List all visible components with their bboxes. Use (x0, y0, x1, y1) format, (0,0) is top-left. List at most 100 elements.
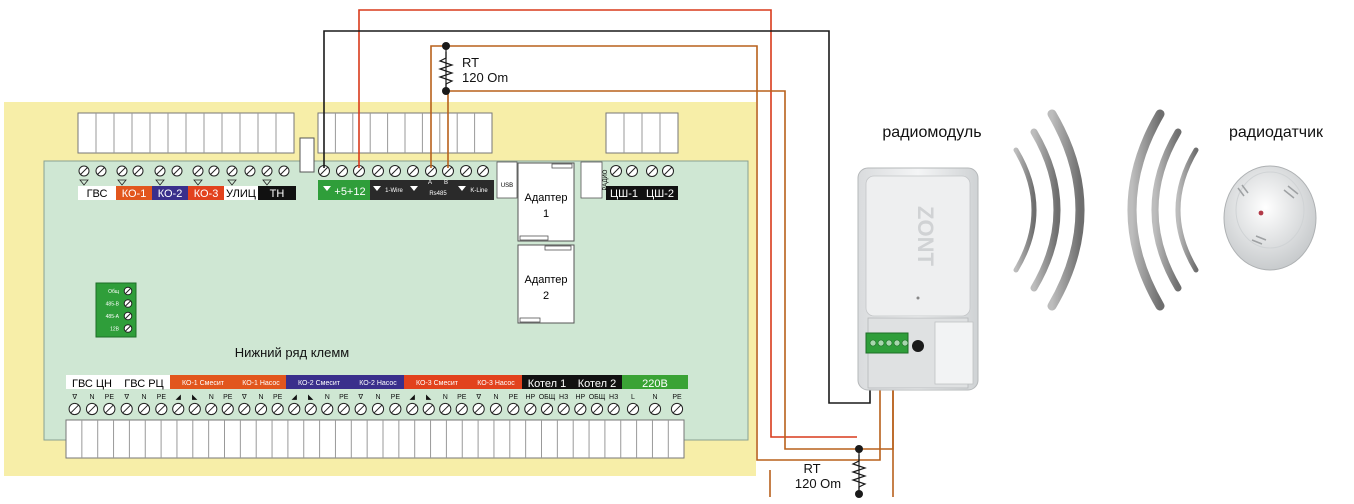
rs485-b-label: B (444, 180, 448, 186)
screw-slot (87, 404, 97, 414)
screw-slot (105, 404, 114, 414)
csh1-label: ЦШ-1 (610, 188, 638, 200)
screw-slot (663, 166, 673, 176)
wave-arc (1030, 128, 1061, 292)
terminal-label-ko3 (188, 186, 224, 200)
junction-dot (855, 445, 863, 453)
screw-slot (289, 404, 299, 414)
bottom-group-label (522, 375, 572, 389)
screw-slot (576, 404, 585, 414)
bottom-pin-label: ∇ (475, 394, 481, 401)
bottom-pin-label: PE (339, 394, 349, 401)
screw-slot (526, 404, 535, 414)
bottom-pin-label: НЗ (609, 394, 618, 401)
radio-sensor-label: радиодатчик (1229, 124, 1324, 141)
screw-slot (592, 404, 602, 414)
rs485-block-pin-label: Общ (108, 289, 119, 295)
bottom-pin-label: PE (672, 394, 682, 401)
terminal-label-text: УЛИЦ (226, 188, 256, 200)
bottom-pin-label: PE (157, 394, 167, 401)
bottom-pin-label: ОБЩ (589, 394, 606, 401)
bottom-row-label: Нижний ряд клемм (235, 345, 350, 360)
screw-slot (122, 404, 131, 414)
arrow-down-icon (373, 186, 381, 191)
terminal-label-text: КО-2 (158, 188, 183, 200)
bottom-pin-label: PE (457, 394, 467, 401)
screw-slot (306, 404, 316, 414)
csh2-label: ЦШ-2 (646, 188, 674, 200)
bottom-pin-label: ◢ (410, 394, 416, 401)
csh-terminal-label (606, 186, 678, 200)
bottom-pin-label: N (652, 394, 657, 401)
screw-slot (408, 166, 418, 176)
bottom-group-label (66, 375, 118, 389)
terminal-cover (65, 419, 685, 459)
screw-slot (509, 404, 518, 414)
adapter-1-label: Адаптер (525, 192, 568, 204)
screw-slot (627, 166, 637, 176)
screw-slot (322, 404, 332, 414)
screw-slot (263, 167, 271, 175)
screw-slot (628, 404, 638, 414)
bottom-group-text: КО-3 Насос (477, 380, 515, 387)
bottom-pin-label: N (89, 394, 94, 401)
terminal-label-ko1 (116, 186, 152, 200)
radio-module-cable-hole (912, 340, 924, 352)
wave-arc (1151, 128, 1182, 292)
bottom-pin-label: N (443, 394, 448, 401)
screw-slot (407, 404, 417, 414)
bottom-group-text: КО-1 Насос (242, 380, 280, 387)
screw-slot (118, 167, 126, 175)
bottom-pin-label: ◣ (426, 394, 432, 401)
screw-slot (124, 300, 132, 307)
screw-slot (173, 167, 181, 175)
kline-label: K-Line (470, 188, 488, 194)
controller-board (43, 160, 749, 441)
bottom-group-text: КО-2 Смесит (298, 380, 341, 387)
bottom-pin-label: ◢ (176, 394, 182, 401)
radio-sensor-device (1223, 165, 1317, 271)
bottom-pin-label: ∇ (241, 394, 247, 401)
bottom-group-label (170, 375, 236, 389)
screw-slot (474, 404, 483, 414)
terminal-label-ko2 (152, 186, 188, 200)
screw-slot (424, 404, 434, 414)
bottom-group-text: ГВС РЦ (124, 378, 163, 390)
radio-module-device: ZONT (857, 167, 979, 391)
terminal-label-gvs (78, 186, 116, 200)
bottom-pin-label: PE (105, 394, 115, 401)
radio-module-cover-flap (934, 321, 974, 385)
terminal-label-text: ТН (270, 188, 285, 200)
power-terminal-text: +5+12 (334, 186, 365, 198)
bottom-pin-label: PE (509, 394, 519, 401)
rs485-block-pin-label: 485-B (106, 302, 120, 308)
bottom-pin-label: ОБЩ (539, 394, 556, 401)
screw-slot (190, 404, 200, 414)
bottom-pin-label: ◣ (192, 394, 198, 401)
usb-port-label: USB (501, 183, 513, 189)
bottom-pin-label: PE (391, 394, 401, 401)
screw-slot (273, 404, 282, 414)
bottom-group-text: Котел 1 (528, 378, 567, 390)
screw-slot (70, 404, 79, 414)
screw-slot (173, 404, 183, 414)
bottom-pin-label: N (493, 394, 498, 401)
screw-slot (391, 404, 400, 414)
bottom-pin-label: N (258, 394, 263, 401)
usb-port (496, 161, 518, 199)
rs485-block-pin-label: 12В (110, 327, 120, 333)
screw-slot (609, 404, 618, 414)
bottom-pin-label: N (375, 394, 380, 401)
resistor-top: RT 120 Om (438, 42, 508, 95)
screw-slot (457, 404, 467, 414)
bottom-group-text: КО-1 Смесит (182, 380, 225, 387)
screw-slot (124, 287, 132, 295)
bottom-group-label (286, 375, 352, 389)
screw-slot (206, 404, 216, 414)
bottom-terminal-covers (65, 419, 685, 459)
wave-arc (1127, 109, 1165, 311)
